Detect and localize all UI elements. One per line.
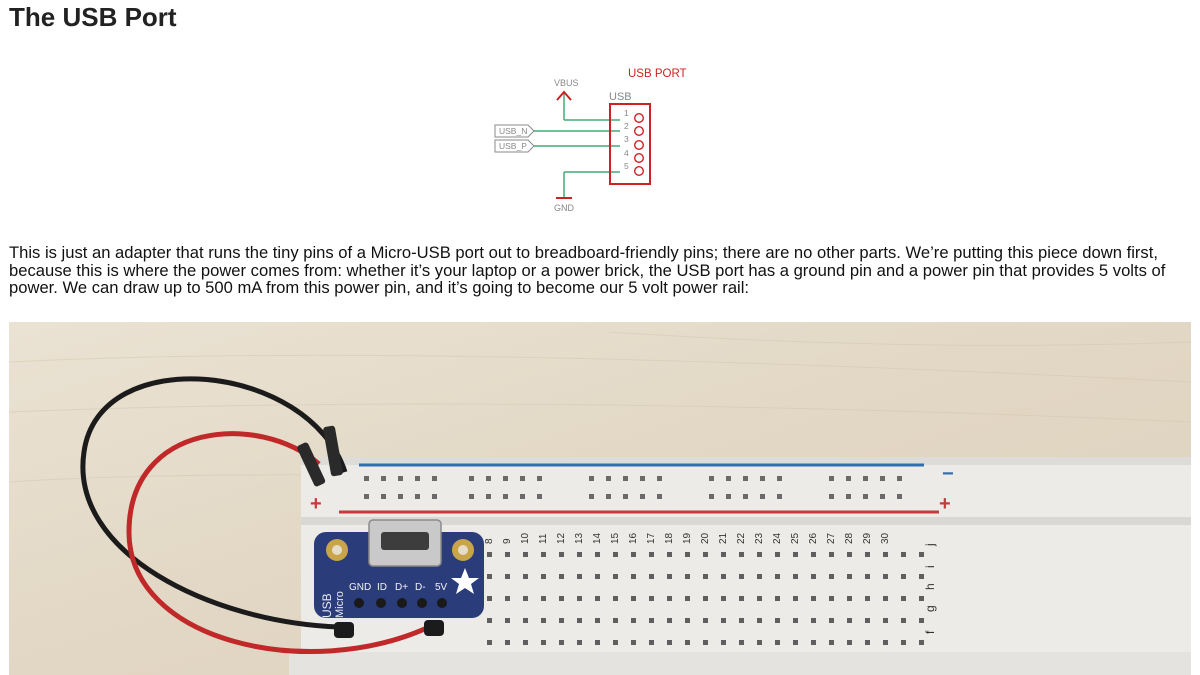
column-number: 28 [844,532,855,544]
vbus-label: VBUS [554,78,579,88]
pin-number: 5 [624,161,629,171]
rail-holes [364,476,902,499]
breakout-label-micro: Micro [334,591,346,618]
page-title: The USB Port [9,2,177,32]
pin-number: 1 [624,108,629,118]
pin-3-icon [633,139,644,150]
column-number: 23 [754,532,765,544]
usb-part-label: USB [609,91,632,103]
pin-label: D+ [395,582,408,593]
black-wire [80,376,348,630]
column-number: 21 [718,532,729,544]
row-letter: f [923,630,937,634]
red-wire [126,431,431,654]
rail-minus-right: − [942,463,954,485]
rail-divider [301,517,1191,525]
usb-part-box [609,103,651,185]
row-letter: j [923,543,937,547]
breadboard-bottom [289,652,1191,675]
column-number: 18 [664,532,675,544]
adafruit-star-icon [451,568,479,594]
pin-label: ID [377,582,387,593]
column-number: 10 [520,532,531,544]
pin-number: 3 [624,134,629,144]
usb-p-label: USB_P [499,141,527,151]
column-number: 8 [484,538,495,544]
column-number: 15 [610,532,621,544]
breadboard-edge [301,457,1191,465]
terminal-holes [487,552,924,645]
row-letter: h [923,583,937,590]
breakout-label-usb: USB [320,593,334,618]
pin-5-icon [633,165,644,176]
pin-label: GND [349,582,371,593]
column-number: 24 [772,532,783,544]
column-number: 16 [628,532,639,544]
column-number: 14 [592,532,603,544]
column-number: 20 [700,532,711,544]
column-number: 9 [502,538,513,544]
pin-1-icon [633,113,644,124]
column-number: 25 [790,532,801,544]
black-wire-end [334,622,354,638]
mounting-hole-right-inner [458,545,468,555]
usb-n-label: USB_N [499,126,527,136]
breakout-pin-header [354,598,447,608]
pin-number: 2 [624,121,629,131]
column-number: 29 [862,532,873,544]
usb-p-tag [494,139,535,153]
pin-4-icon [633,152,644,163]
column-number: 12 [556,532,567,544]
usb-micro-breakout: USB Micro GND ID D+ D- 5V [314,519,484,618]
column-numbers: 8 9 10 11 12 13 14 15 16 17 18 19 20 21 … [484,532,891,544]
red-wire-plug [297,442,326,487]
usb-n-tag [494,124,535,138]
column-number: 19 [682,532,693,544]
column-number: 11 [538,533,549,544]
row-letter: g [923,605,937,612]
column-number: 26 [808,532,819,544]
vbus-arrow-icon [556,90,572,101]
row-letter: i [923,565,937,568]
gnd-label: GND [554,203,575,213]
pin-label: D- [415,582,426,593]
rail-plus-right: + [939,493,951,515]
column-number: 22 [736,532,747,544]
column-number: 27 [826,532,837,544]
pin-number: 4 [624,148,629,158]
column-number: 17 [646,532,657,544]
usb-port-schematic: VBUS USB_N USB_P GND USB PORT USB 1 2 3 … [494,68,687,213]
connector-opening [381,532,429,550]
rail-plus-left: + [310,493,322,515]
red-wire-end [424,620,444,636]
body-paragraph: This is just an adapter that runs the ti… [9,243,1166,297]
black-wire-plug [323,425,343,477]
row-letters: j i h g f [923,543,937,634]
column-number: 30 [880,532,891,544]
column-number: 13 [574,532,585,544]
pin-label: 5V [435,582,448,593]
mounting-hole-left-inner [332,545,342,555]
usb-pins: 1 2 3 4 5 [624,108,644,176]
usb-part-name: USB PORT [628,68,687,80]
breadboard-photo: + + − [9,322,1191,675]
pin-2-icon [633,125,644,136]
breakout-pin-labels: GND ID D+ D- 5V [349,582,448,593]
